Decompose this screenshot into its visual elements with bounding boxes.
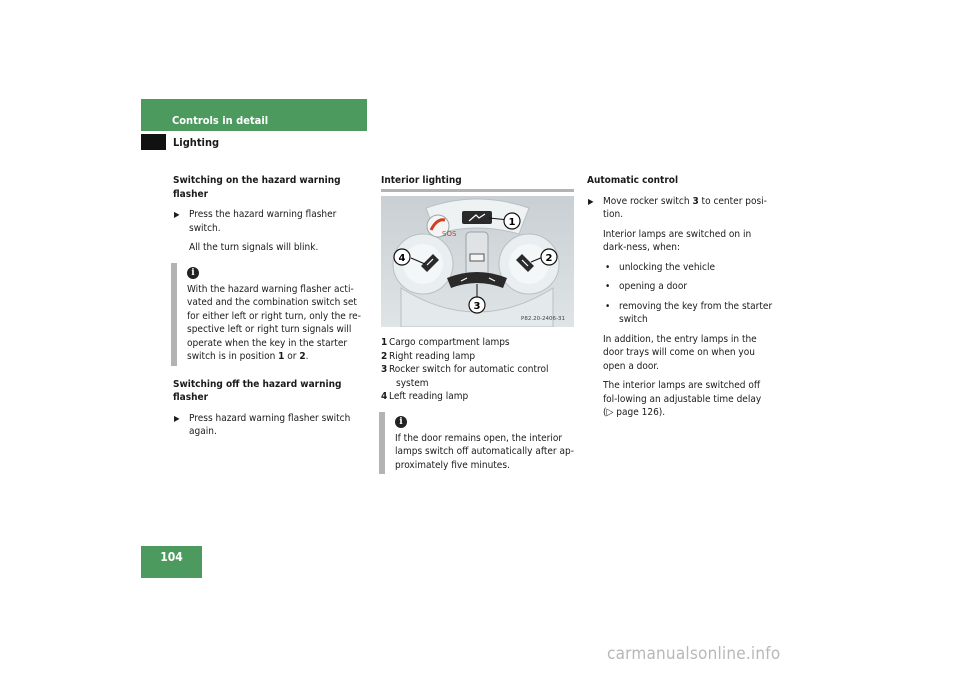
info-icon: i [395, 415, 407, 428]
info-box-hazard: i With the hazard warning flasher acti-v… [171, 262, 368, 366]
heading-automatic-control: Automatic control [587, 175, 679, 186]
svg-text:3: 3 [474, 301, 481, 312]
heading-hazard-on: Switching on the hazard warning flasher [173, 175, 341, 200]
sos-button-icon: SOS [426, 214, 457, 238]
bullet-item: •opening a door [605, 281, 688, 292]
svg-text:SOS: SOS [442, 230, 457, 238]
header-band [141, 99, 367, 131]
info-text: With the hazard warning flasher acti-vat… [187, 283, 361, 363]
rocker-switch-icon [447, 271, 507, 288]
svg-text:2: 2 [546, 253, 553, 264]
page-number: 104 [160, 550, 183, 564]
info-icon: i [187, 266, 199, 279]
legend-item-continuation: system [396, 377, 429, 389]
watermark: carmanualsonline.info [607, 644, 781, 664]
paragraph: In addition, the entry lamps in the door… [603, 333, 757, 372]
cargo-lamp-switch-icon [462, 210, 492, 224]
column-automatic-control: Automatic control ▶ Move rocker switch 3… [587, 174, 777, 426]
arrow-icon: ▶ [174, 210, 180, 219]
arrow-icon: ▶ [174, 413, 180, 423]
info-box-door: i If the door remains open, the interior… [379, 411, 574, 474]
step-press-switch: ▶ Press the hazard warning flasher switc… [174, 209, 337, 234]
paragraph: Interior lamps are switched on in dark-n… [603, 228, 752, 254]
heading-hazard-off: Switching off the hazard warning flasher [173, 378, 342, 404]
left-reading-lamp-switch-icon [421, 253, 439, 272]
arrow-icon: ▶ [588, 196, 594, 206]
svg-text:1: 1 [509, 217, 516, 228]
step-move-rocker: ▶ Move rocker switch 3 to center posi-ti… [588, 195, 767, 221]
heading-interior-lighting: Interior lighting [381, 174, 574, 192]
section-title: Controls in detail [172, 114, 269, 127]
svg-text:4: 4 [399, 253, 406, 264]
callout-3: 3 [468, 295, 486, 314]
callout-2: 2 [540, 247, 558, 266]
column-hazard-warning: Switching on the hazard warning flasher … [171, 174, 368, 445]
callout-4: 4 [393, 247, 411, 266]
figure-code: P82.20-2406-31 [521, 316, 565, 322]
topic-marker [141, 134, 166, 150]
info-text: If the door remains open, the interior l… [395, 432, 574, 471]
bullet-item: •unlocking the vehicle [605, 261, 716, 273]
paragraph: The interior lamps are switched off fol-… [603, 380, 762, 405]
page-reference: (▷ page 126). [603, 407, 666, 418]
result-text: All the turn signals will blink. [189, 242, 319, 253]
topic-title: Lighting [173, 136, 220, 149]
step-press-again: ▶ Press hazard warning flasher switch ag… [174, 412, 351, 438]
page-number-box: 104 [141, 546, 202, 578]
right-reading-lamp-switch-icon [516, 253, 534, 272]
bullet-item: •removing the key from the starter switc… [605, 300, 773, 326]
column-interior-lighting: Interior lighting SOS [379, 174, 574, 486]
callout-1: 1 [503, 211, 521, 230]
overhead-console-illustration: SOS 1 [381, 195, 574, 327]
